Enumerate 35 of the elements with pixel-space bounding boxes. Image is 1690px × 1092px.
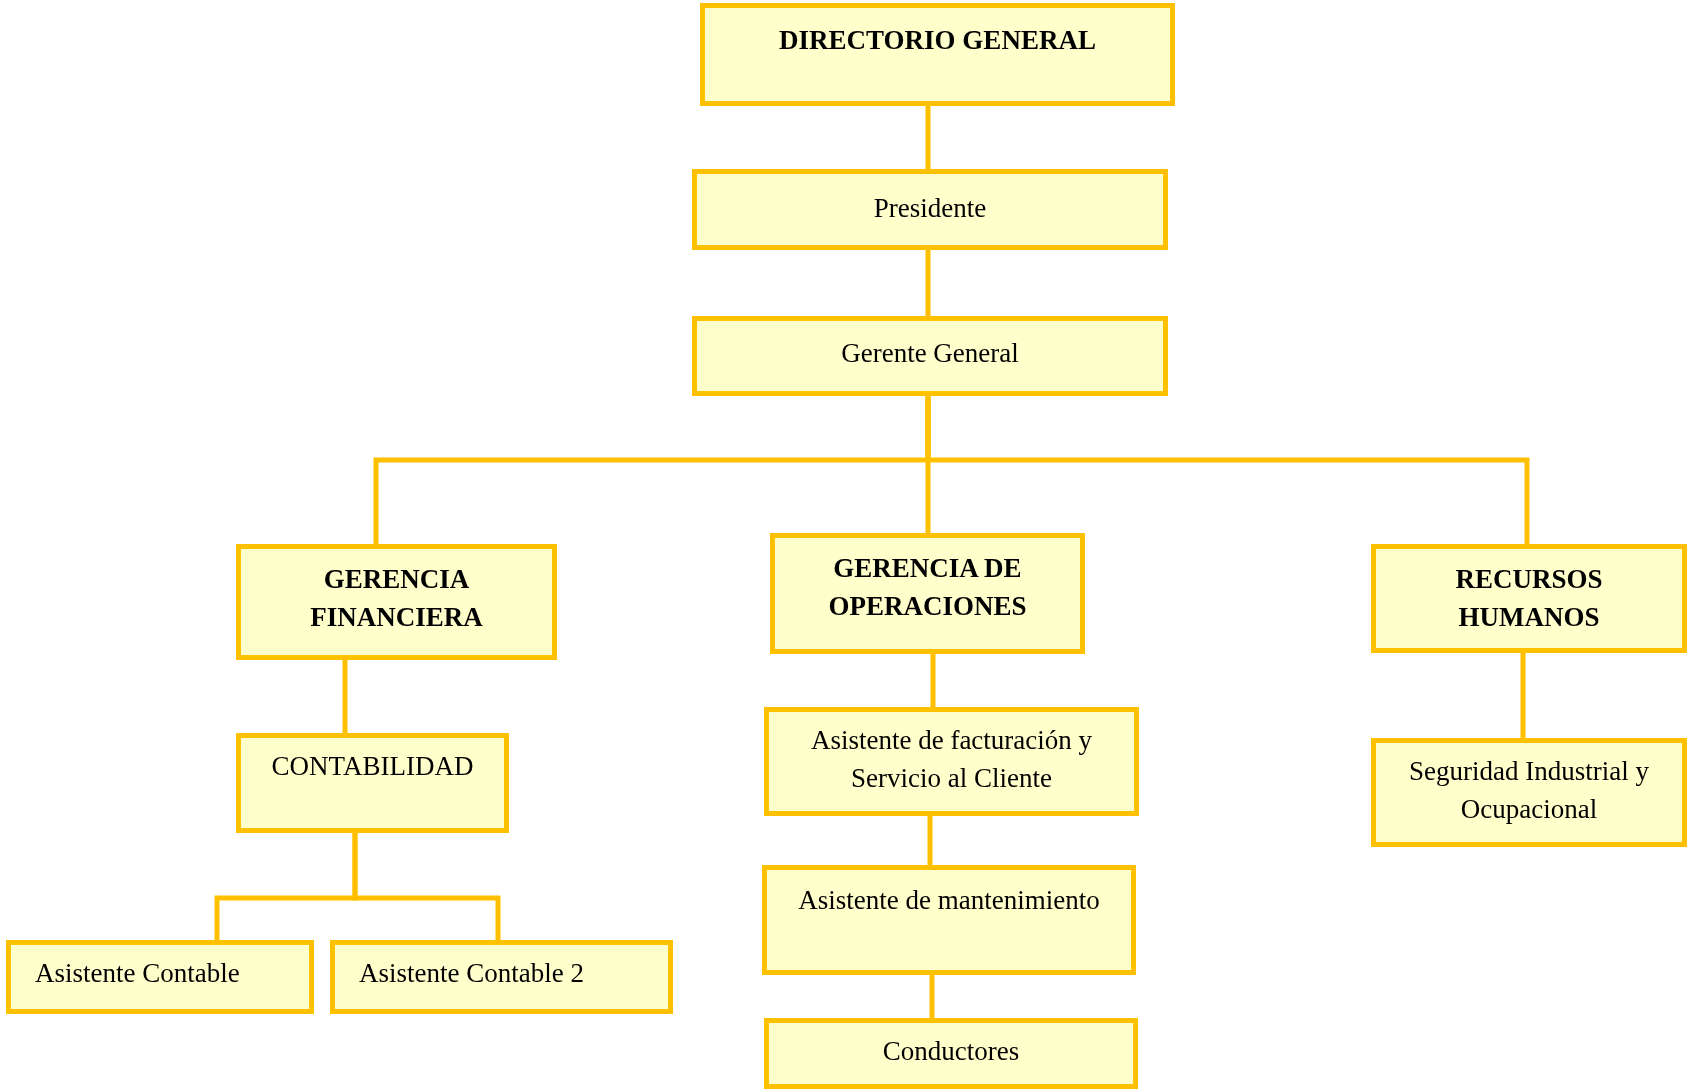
box-label: Asistente de mantenimiento (797, 884, 1101, 917)
org-box (236, 733, 509, 833)
box-label: Gerente General (840, 337, 1020, 370)
box-label: Asistente Contable 2 (359, 957, 585, 990)
org-box (1371, 738, 1687, 847)
box-label: Conductores (881, 1035, 1021, 1068)
box-label: Presidente (872, 192, 988, 225)
box-label: GERENCIA DE OPERACIONES (827, 552, 1028, 623)
org-box (692, 169, 1168, 250)
connector-line (342, 660, 348, 733)
org-box (762, 865, 1136, 975)
org-box (764, 1018, 1138, 1089)
org-box (6, 940, 314, 1014)
box-label: RECURSOS HUMANOS (1454, 563, 1604, 634)
org-box (700, 3, 1175, 106)
box-label: GERENCIA FINANCIERA (309, 563, 484, 634)
box-label: Seguridad Industrial y Ocupacional (1408, 755, 1650, 826)
org-box (330, 940, 673, 1014)
org-box (770, 533, 1085, 654)
box-label: Asistente Contable (35, 957, 241, 990)
connector-line (1520, 653, 1526, 738)
connector-line (352, 833, 501, 940)
connector-line (930, 654, 936, 707)
connector-line (925, 250, 931, 316)
box-label: DIRECTORIO GENERAL (778, 24, 1097, 57)
box-label: CONTABILIDAD (270, 750, 475, 783)
org-box (1371, 544, 1687, 653)
connector-line (925, 396, 1530, 544)
box-label: Asistente de facturación y Servicio al Cliente (809, 724, 1094, 795)
connector-line (925, 106, 931, 169)
org-box (764, 707, 1139, 816)
org-box (236, 544, 557, 660)
org-box (692, 316, 1168, 396)
connector-line (927, 816, 933, 865)
connector-line (929, 975, 935, 1018)
